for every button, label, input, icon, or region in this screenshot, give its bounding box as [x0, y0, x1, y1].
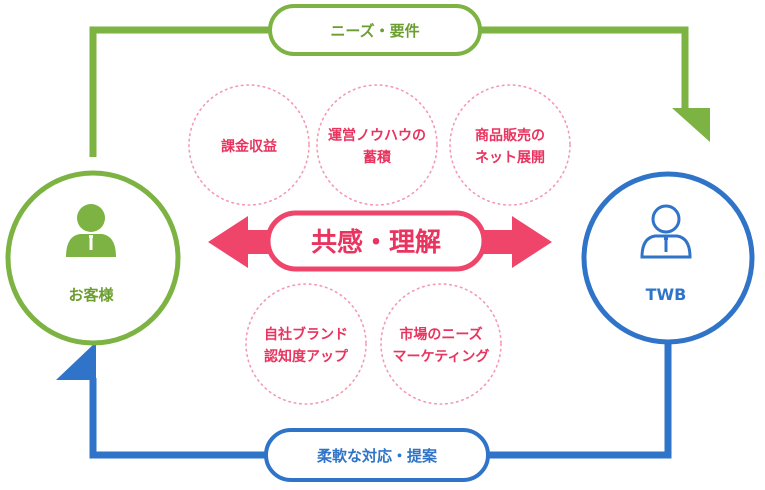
bubble-top-3: 商品販売の ネット展開	[449, 84, 571, 206]
bubble-bottom-2-line-2: マーケティング	[393, 348, 490, 365]
center-double-arrow: 共感・理解	[208, 210, 552, 272]
bottom-label-text: 柔軟な対応・提案	[317, 447, 438, 465]
bubble-top-2-line-1: 運営ノウハウの	[328, 127, 426, 144]
bubble-bottom-2-line-1: 市場のニーズ	[399, 326, 482, 343]
bubble-bottom-1-line-2: 認知度アップ	[264, 348, 349, 365]
bubble-bottom-2: 市場のニーズ マーケティング	[380, 283, 502, 405]
person-outline-icon	[640, 204, 692, 259]
top-arrow-head-icon	[672, 108, 710, 142]
person-icon	[66, 204, 116, 257]
customer-label: お客様	[68, 286, 114, 304]
top-label-text: ニーズ・要件	[330, 22, 419, 40]
bottom-label-pill: 柔軟な対応・提案	[264, 428, 490, 482]
left-arrow-head-icon	[208, 216, 280, 268]
bubble-top-3-line-2: ネット展開	[475, 150, 545, 166]
bubble-top-2: 運営ノウハウの 蓄積	[316, 84, 438, 206]
bottom-arrow-head-icon	[56, 342, 96, 380]
bubble-top-1-line-1: 課金収益	[221, 138, 277, 155]
customer-node: お客様	[5, 170, 181, 346]
center-label: 共感・理解	[311, 228, 441, 258]
bubble-bottom-1-line-1: 自社ブランド	[264, 326, 348, 343]
twb-node: TWB	[581, 171, 755, 345]
bubble-top-1: 課金収益	[188, 84, 310, 206]
twb-label: TWB	[646, 285, 687, 304]
bubble-bottom-1: 自社ブランド 認知度アップ	[245, 283, 367, 405]
bubble-top-3-line-1: 商品販売の	[475, 127, 545, 144]
right-arrow-head-icon	[480, 216, 552, 268]
bubble-top-2-line-2: 蓄積	[363, 149, 392, 166]
top-label-pill: ニーズ・要件	[268, 4, 482, 56]
